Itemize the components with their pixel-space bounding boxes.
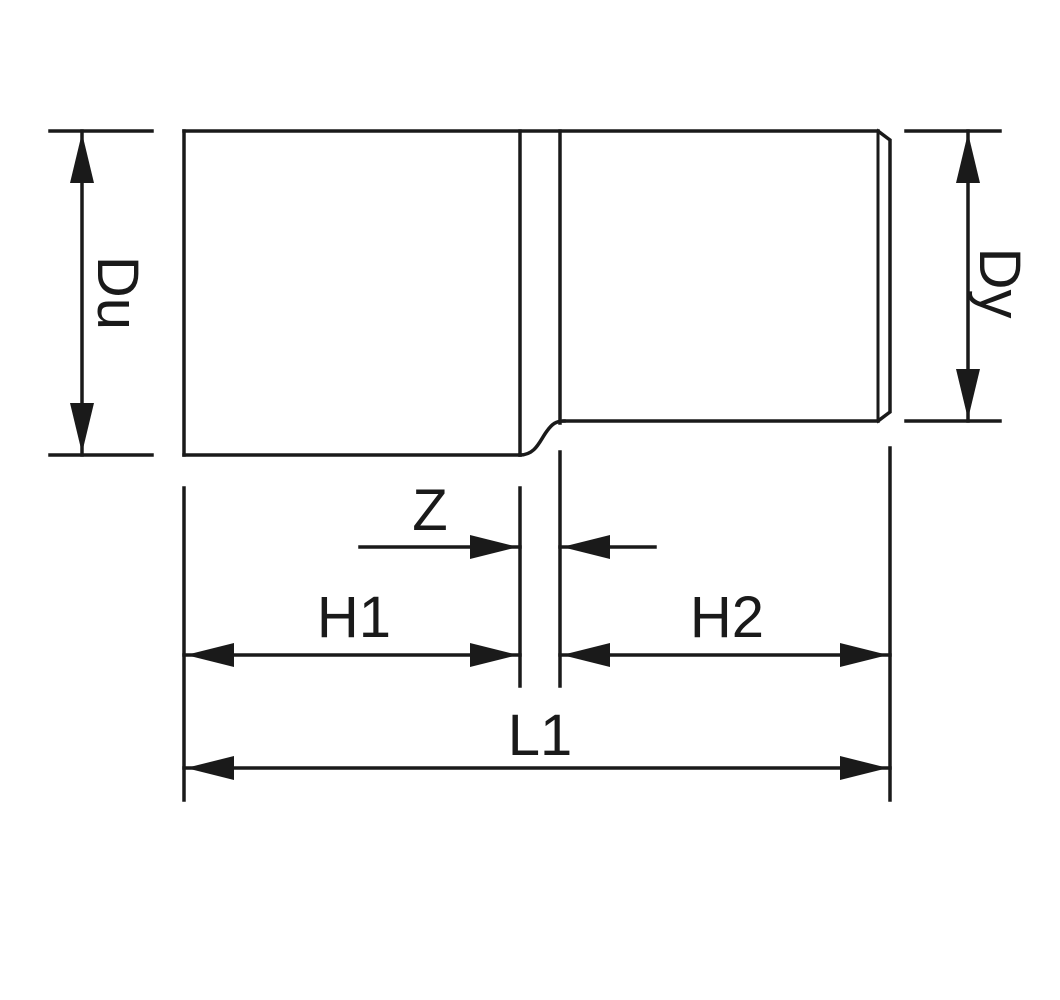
lower-extension-lines xyxy=(182,446,892,802)
h1-arrow-left xyxy=(186,643,234,667)
h1-dimension: H1 xyxy=(182,585,522,667)
spigot-chamfer xyxy=(875,128,892,424)
du-arrow-bottom xyxy=(70,403,94,453)
h2-label: H2 xyxy=(690,585,764,650)
h1-label: H1 xyxy=(317,585,391,650)
l1-arrow-left xyxy=(186,756,234,780)
l1-label: L1 xyxy=(508,703,573,768)
h2-arrow-right xyxy=(840,643,888,667)
dy-arrow-bottom xyxy=(956,369,980,419)
du-arrow-top xyxy=(70,133,94,183)
l1-arrow-right xyxy=(840,756,888,780)
dy-arrow-top xyxy=(956,133,980,183)
du-dimension: Du xyxy=(48,129,154,457)
z-arrow-left xyxy=(470,535,518,559)
transition-curve xyxy=(518,419,566,457)
z-dimension: Z xyxy=(358,478,657,559)
l1-dimension: L1 xyxy=(182,703,892,780)
h1-arrow-right xyxy=(470,643,518,667)
fitting-body xyxy=(182,128,892,457)
z-label: Z xyxy=(412,478,447,543)
h2-arrow-left xyxy=(562,643,610,667)
z-arrow-right xyxy=(562,535,610,559)
dy-dimension: Dy xyxy=(904,129,1032,423)
du-label: Du xyxy=(85,256,150,330)
h2-dimension: H2 xyxy=(558,585,892,667)
dy-label: Dy xyxy=(967,248,1032,319)
